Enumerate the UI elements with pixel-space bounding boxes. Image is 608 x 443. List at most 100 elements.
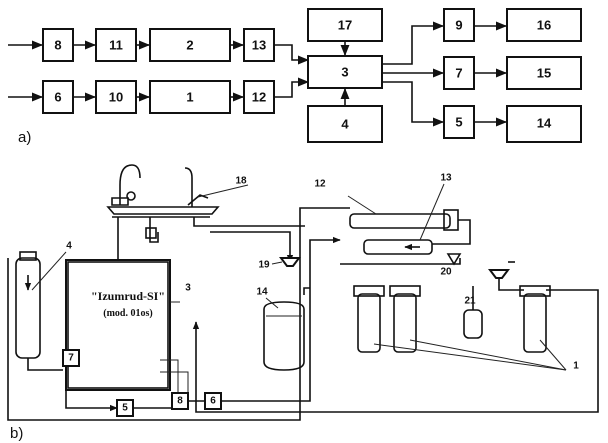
box-7 — [62, 349, 80, 367]
block-14-label: 14 — [537, 115, 552, 130]
callout-3: 3 — [185, 283, 191, 294]
block-12 — [243, 80, 275, 114]
callout-20: 20 — [440, 267, 452, 278]
drain-pipe — [149, 217, 159, 243]
arrow-12-3 — [274, 77, 310, 98]
main-supply-line — [192, 289, 599, 413]
post-filter-13 — [363, 239, 433, 255]
block-6 — [42, 80, 74, 114]
block-2-label: 2 — [186, 37, 193, 52]
tank-valve — [303, 287, 310, 295]
block-5 — [443, 105, 475, 139]
cartridge-1a — [357, 293, 381, 353]
arrow-3-5 — [382, 81, 445, 127]
line-7-5 — [65, 366, 118, 412]
callout-1: 1 — [573, 361, 579, 372]
device-name: "Izumrud-SI" — [91, 289, 165, 303]
callout-18: 18 — [235, 176, 247, 187]
installation-scheme: 18 "Izumrud-SI" (mod. 01os) 3 5 8 6 7 4 — [7, 164, 599, 421]
block-5-label: 5 — [455, 114, 462, 129]
block-10-label: 10 — [109, 89, 123, 104]
block-4-label: 4 — [341, 116, 349, 131]
cartridge-1c-cap — [519, 285, 551, 297]
callout-19: 19 — [258, 260, 270, 271]
block-15 — [506, 56, 582, 90]
block-4 — [307, 105, 383, 143]
inlet-loop — [7, 207, 350, 421]
block-2 — [149, 28, 231, 62]
sink-basin — [106, 206, 220, 215]
filter-4-cap — [19, 251, 37, 261]
arrow-13-3 — [274, 44, 310, 65]
device-model: (mod. 01os) — [103, 308, 152, 319]
block-7 — [443, 56, 475, 90]
block-6-label: 6 — [54, 89, 61, 104]
block-1-label: 1 — [186, 89, 193, 104]
block-17-label: 17 — [338, 17, 352, 32]
drain-siphon — [145, 227, 157, 239]
callout-21: 21 — [464, 296, 476, 307]
block-7-label: 7 — [455, 65, 462, 80]
leader-4 — [31, 251, 67, 291]
mixer-faucet — [119, 164, 141, 205]
block-diagram: 8 11 2 13 6 10 1 12 17 3 4 — [8, 8, 582, 143]
filter-21 — [463, 309, 483, 339]
manifold — [340, 258, 461, 265]
mixer-handle — [126, 191, 136, 201]
line-to-19 — [210, 231, 294, 263]
device-wiring — [160, 359, 189, 394]
block-14 — [506, 105, 582, 143]
block-9 — [443, 8, 475, 42]
callout-14: 14 — [256, 287, 268, 298]
membrane-link — [432, 219, 471, 245]
faucet-supply — [193, 217, 305, 227]
block-16 — [506, 8, 582, 42]
panel-a-label: a) — [18, 129, 31, 146]
block-3-label: 3 — [341, 64, 348, 79]
block-12-label: 12 — [252, 89, 266, 104]
storage-tank-14 — [263, 301, 305, 371]
leader-14 — [265, 297, 279, 309]
panel-b-label: b) — [10, 425, 23, 442]
block-10 — [95, 80, 137, 114]
callout-5: 5 — [122, 403, 128, 414]
izumrud-device-inner — [67, 261, 169, 389]
callout-12: 12 — [314, 179, 326, 190]
line-6-out — [221, 236, 341, 402]
callout-7: 7 — [68, 353, 74, 364]
membrane-module-12 — [349, 213, 451, 229]
faucet-handle — [187, 194, 209, 206]
block-13-label: 13 — [252, 37, 266, 52]
filter-4 — [15, 257, 41, 359]
block-8-label: 8 — [54, 37, 61, 52]
leader-19 — [271, 261, 283, 265]
inlet-valve-line — [498, 278, 524, 291]
block-15-label: 15 — [537, 65, 551, 80]
inlet-valve — [488, 269, 510, 279]
block-9-label: 9 — [455, 17, 462, 32]
cartridge-1b-cap — [389, 285, 421, 297]
callout-4: 4 — [66, 241, 72, 252]
filtered-water-faucet — [184, 167, 193, 207]
cartridge-1a-cap — [353, 285, 385, 297]
callout-8: 8 — [177, 396, 183, 407]
leader-18 — [197, 184, 249, 198]
cartridge-1c — [523, 293, 547, 353]
filter-4-outlet — [27, 358, 63, 371]
supply-pipe — [117, 217, 128, 263]
valve-19 — [279, 257, 301, 267]
izumrud-device — [65, 259, 171, 391]
callout-13: 13 — [440, 173, 452, 184]
block-16-label: 16 — [537, 17, 551, 32]
leader-1c — [539, 339, 567, 371]
leader-12 — [347, 195, 377, 215]
leader-1b — [409, 339, 567, 371]
block-11-label: 11 — [109, 37, 123, 52]
callout-6: 6 — [210, 396, 216, 407]
arrow-3-9 — [382, 21, 445, 65]
cartridge-1b — [393, 293, 417, 353]
leader-13 — [419, 183, 445, 241]
restrictor-20 — [446, 253, 462, 266]
membrane-12-cap — [443, 209, 459, 231]
